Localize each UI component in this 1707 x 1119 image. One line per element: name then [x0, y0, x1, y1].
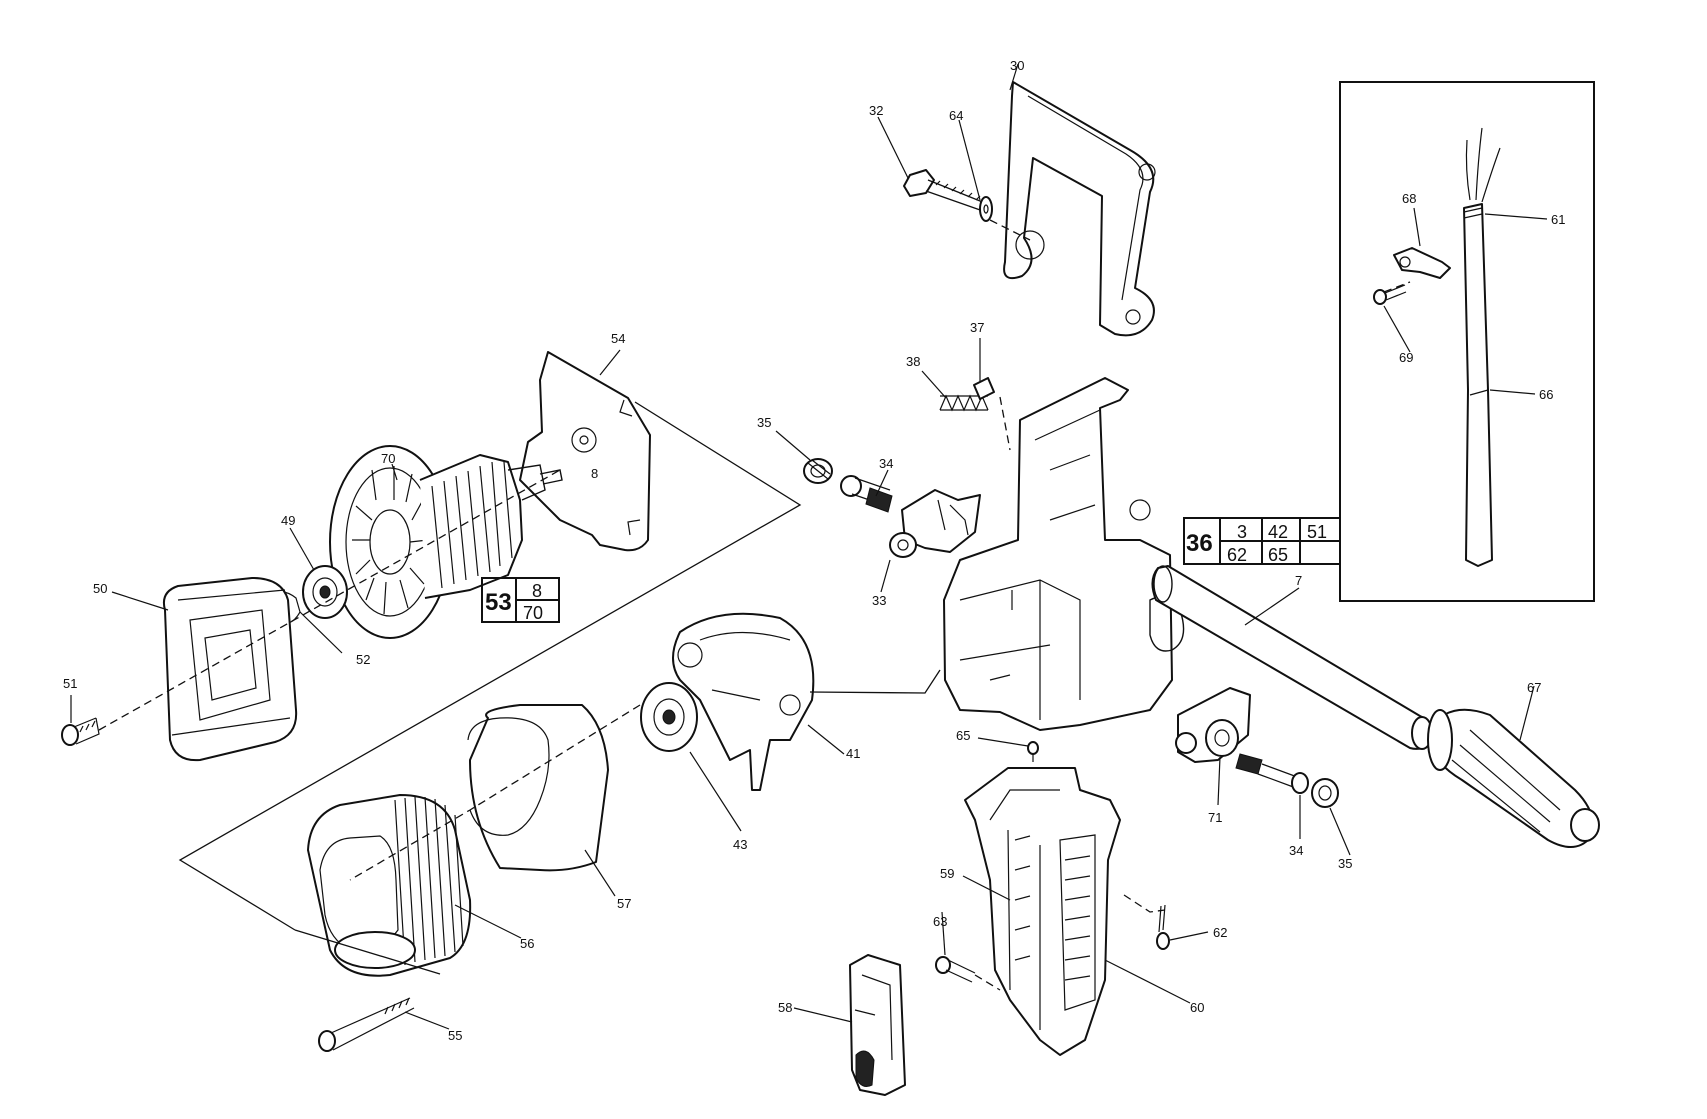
part-end-cap [162, 577, 298, 762]
part-carbon-brush-top [840, 475, 893, 513]
callout-63: 63 [933, 914, 947, 929]
assembly-lines [98, 219, 1411, 991]
callout-51: 51 [63, 676, 77, 691]
part-brush-holder-lower [1175, 687, 1251, 763]
part-bearing-front [640, 682, 698, 752]
assembly-36-top-3: 51 [1307, 522, 1327, 542]
part-bearing-rear [302, 565, 348, 619]
callout-35-lower: 35 [1338, 856, 1352, 871]
callout-35-top: 35 [757, 415, 771, 430]
assembly-53-top: 8 [532, 581, 542, 601]
callout-55: 55 [448, 1028, 462, 1043]
callout-68: 68 [1402, 191, 1416, 206]
part-motor-housing [943, 377, 1185, 731]
part-carbon-brush-lower [1235, 753, 1309, 794]
part-bearing-retainer [672, 612, 815, 791]
leader-lines [70, 63, 1548, 1030]
callout-8: 8 [591, 466, 598, 481]
part-cord-set [1463, 127, 1501, 567]
part-screw-62 [1156, 904, 1170, 950]
callout-52: 52 [356, 652, 370, 667]
callout-65: 65 [956, 728, 970, 743]
callout-32: 32 [869, 103, 883, 118]
callout-7: 7 [1295, 573, 1302, 588]
part-field-coil [307, 794, 472, 977]
callout-43: 43 [733, 837, 747, 852]
callout-50: 50 [93, 581, 107, 596]
callout-49: 49 [281, 513, 295, 528]
callout-33: 33 [872, 593, 886, 608]
callout-61: 61 [1551, 212, 1565, 227]
callout-41: 41 [846, 746, 860, 761]
assembly-36-top-2: 42 [1268, 522, 1288, 542]
part-small-screw [1027, 741, 1039, 762]
assembly-36-bottom-2: 65 [1268, 545, 1288, 565]
callout-69: 69 [1399, 350, 1413, 365]
assembly-36-bottom-1: 62 [1227, 545, 1247, 565]
callout-labels: 30 32 64 37 38 35 34 33 54 8 70 49 50 52… [63, 58, 1565, 1043]
part-switch [849, 954, 906, 1096]
part-d-handle [1003, 81, 1156, 337]
assembly-box-housing: 36 3 42 51 62 65 [1183, 517, 1341, 565]
callout-57: 57 [617, 896, 631, 911]
callout-34-top: 34 [879, 456, 893, 471]
callout-70: 70 [381, 451, 395, 466]
part-brush-cap-top [803, 458, 833, 484]
callout-67: 67 [1527, 680, 1541, 695]
callout-56: 56 [520, 936, 534, 951]
part-bolt [903, 169, 986, 212]
assembly-53-bottom: 70 [523, 603, 543, 623]
part-grip [1427, 708, 1600, 848]
part-baffle-plate [519, 351, 651, 552]
part-screw-endcap [61, 717, 100, 746]
part-cord-clamp [1393, 247, 1451, 279]
callout-37: 37 [970, 320, 984, 335]
part-clamp-screw [1373, 284, 1407, 305]
callout-60: 60 [1190, 1000, 1204, 1015]
callout-58: 58 [778, 1000, 792, 1015]
part-brush-cap-lower [1311, 778, 1339, 808]
callout-38: 38 [906, 354, 920, 369]
callout-59: 59 [940, 866, 954, 881]
part-handle-halves [964, 767, 1121, 1056]
assembly-box-armature: 53 8 70 [481, 577, 560, 623]
part-pin [973, 377, 995, 400]
part-long-screw [318, 997, 415, 1052]
callout-64: 64 [949, 108, 963, 123]
part-field-sleeve [467, 704, 609, 872]
callout-62: 62 [1213, 925, 1227, 940]
callout-34-lower: 34 [1289, 843, 1303, 858]
inset-frame-cord-set [1339, 81, 1595, 602]
assembly-number-53: 53 [485, 589, 512, 616]
callout-71: 71 [1208, 810, 1222, 825]
assembly-36-top-1: 3 [1237, 522, 1247, 542]
part-side-handle-tube [1151, 565, 1434, 750]
part-screw-63 [935, 956, 976, 983]
callout-54: 54 [611, 331, 625, 346]
callout-66: 66 [1539, 387, 1553, 402]
part-brush-holder-top [889, 489, 981, 558]
part-armature-fan [329, 445, 563, 639]
callout-30: 30 [1010, 58, 1024, 73]
assembly-number-36: 36 [1186, 530, 1213, 557]
part-washer [979, 196, 993, 222]
